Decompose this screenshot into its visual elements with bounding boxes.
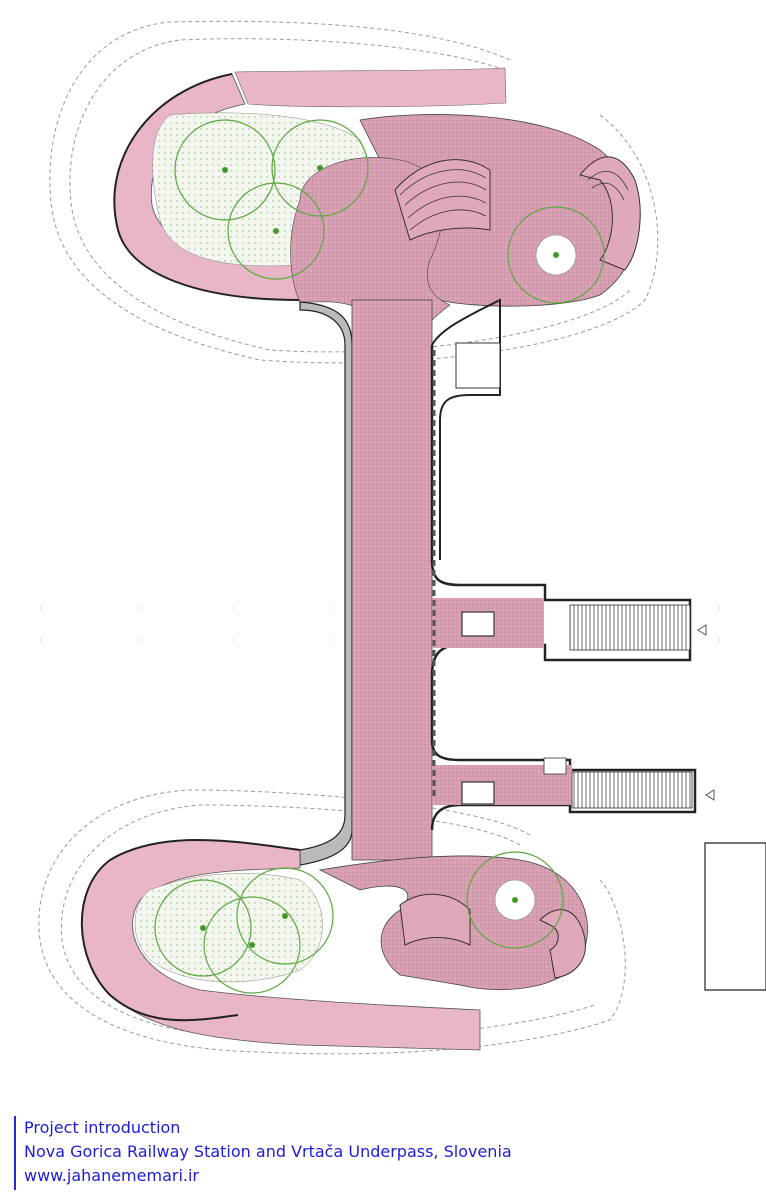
tree-canopy-icon	[271, 119, 369, 217]
tree-canopy-icon	[154, 879, 252, 977]
caption-block: Project introduction Nova Gorica Railway…	[14, 1116, 584, 1190]
adjacent-building	[704, 842, 766, 991]
tree-canopy-icon	[236, 867, 334, 965]
elevator-icon	[461, 611, 495, 637]
north-trees	[174, 119, 605, 304]
arrow-icon	[697, 624, 715, 801]
tree-canopy-icon	[174, 119, 276, 221]
tree-canopy-icon	[466, 851, 564, 949]
elevator-icon	[461, 781, 495, 805]
tree-canopy-icon	[227, 182, 325, 280]
tree-canopy-icon	[203, 896, 301, 994]
stair-icon	[569, 604, 691, 651]
tree-canopy-icon	[507, 206, 605, 304]
underpass-corridor	[299, 298, 715, 866]
site-plan-drawing	[38, 20, 766, 1055]
caption-website: www.jahanememari.ir	[24, 1166, 200, 1185]
south-trees	[154, 851, 564, 994]
stair-icon	[571, 771, 693, 809]
caption-heading: Project introduction	[24, 1118, 181, 1137]
caption-project-title: Nova Gorica Railway Station and Vrtača U…	[24, 1142, 512, 1161]
